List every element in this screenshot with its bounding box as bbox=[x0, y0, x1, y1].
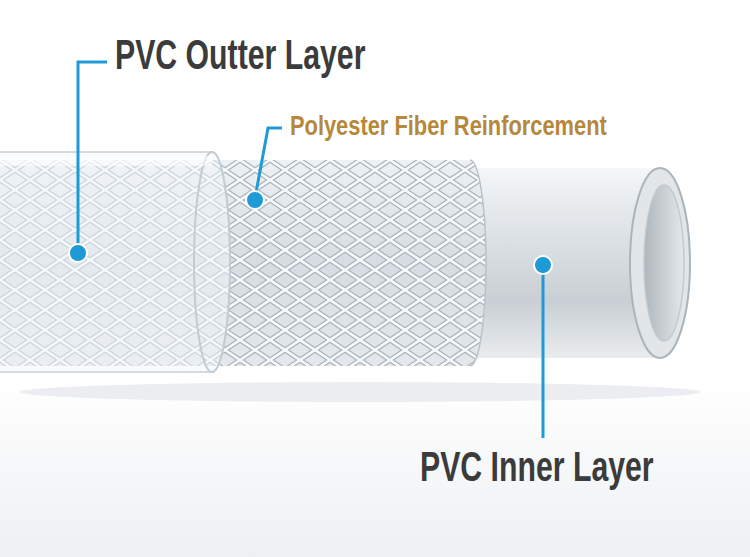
label-holder: PVC Inner Layer bbox=[420, 446, 744, 488]
leader-dot bbox=[246, 191, 264, 209]
part-label: Polyester Fiber Reinforcement bbox=[290, 112, 607, 140]
leader-line bbox=[542, 265, 545, 438]
label-holder: Polyester Fiber Reinforcement bbox=[290, 112, 696, 140]
leader-dot bbox=[69, 244, 87, 262]
part-label: PVC Outter Layer bbox=[115, 34, 365, 76]
leader-line bbox=[78, 62, 107, 253]
label-holder: PVC Outter Layer bbox=[115, 34, 463, 76]
leader-dot bbox=[534, 256, 552, 274]
leader-line bbox=[255, 128, 282, 198]
part-label: PVC Inner Layer bbox=[420, 446, 654, 488]
